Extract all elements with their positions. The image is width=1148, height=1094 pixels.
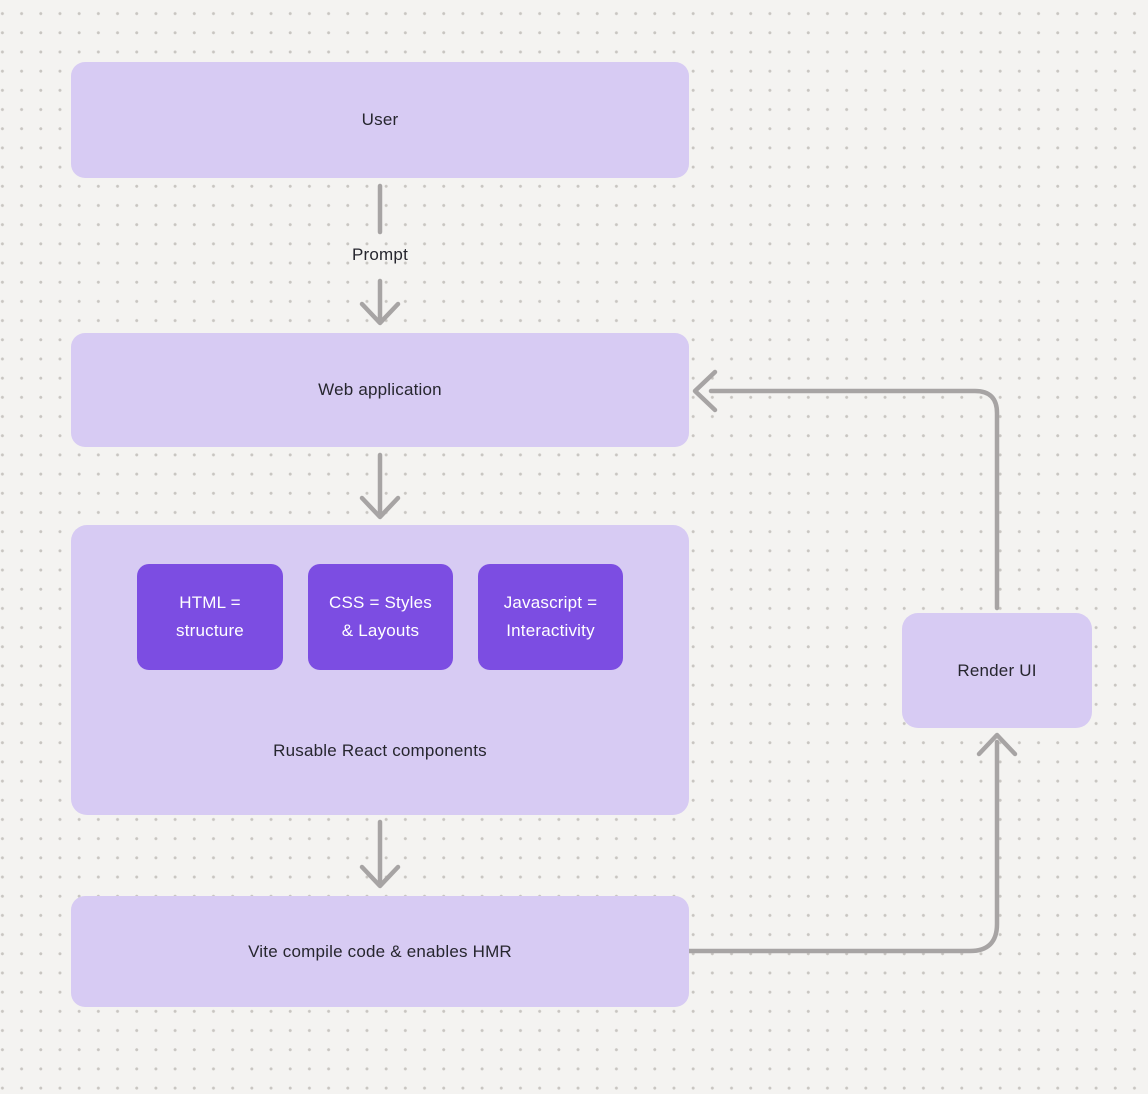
- chip-javascript-line1: Javascript =: [503, 593, 598, 612]
- edge-render-to-webapp: [708, 388, 1000, 611]
- node-web-application: Web application: [71, 333, 689, 447]
- node-react-components-group: HTML = structure CSS = Styles & Layouts …: [71, 525, 689, 815]
- node-vite-label: Vite compile code & enables HMR: [248, 941, 512, 961]
- edge-vite-to-render: [686, 739, 1000, 954]
- edge-label-prompt: Prompt: [352, 245, 408, 264]
- chip-html: HTML = structure: [137, 564, 283, 670]
- arrowhead-left-webapp: [692, 369, 718, 413]
- chip-html-line1: HTML =: [179, 593, 241, 612]
- arrowhead-up-render: [976, 732, 1018, 757]
- chip-css-line2: & Layouts: [341, 621, 420, 640]
- node-render-ui: Render UI: [902, 613, 1092, 728]
- arrowhead-down-vite: [359, 864, 401, 889]
- components-group-caption: Rusable React components: [273, 741, 487, 760]
- chip-css-line1: CSS = Styles: [328, 593, 433, 612]
- node-user: User: [71, 62, 689, 178]
- chip-html-line2: structure: [176, 621, 244, 640]
- arrowhead-down-webapp: [359, 301, 401, 326]
- arrowhead-down-components: [359, 495, 401, 520]
- node-vite: Vite compile code & enables HMR: [71, 896, 689, 1007]
- chip-javascript-line2: Interactivity: [506, 621, 595, 640]
- node-user-label: User: [361, 110, 399, 129]
- node-web-application-label: Web application: [318, 380, 442, 399]
- chip-javascript: Javascript = Interactivity: [478, 564, 623, 670]
- chip-css: CSS = Styles & Layouts: [308, 564, 453, 670]
- node-render-ui-label: Render UI: [957, 660, 1037, 680]
